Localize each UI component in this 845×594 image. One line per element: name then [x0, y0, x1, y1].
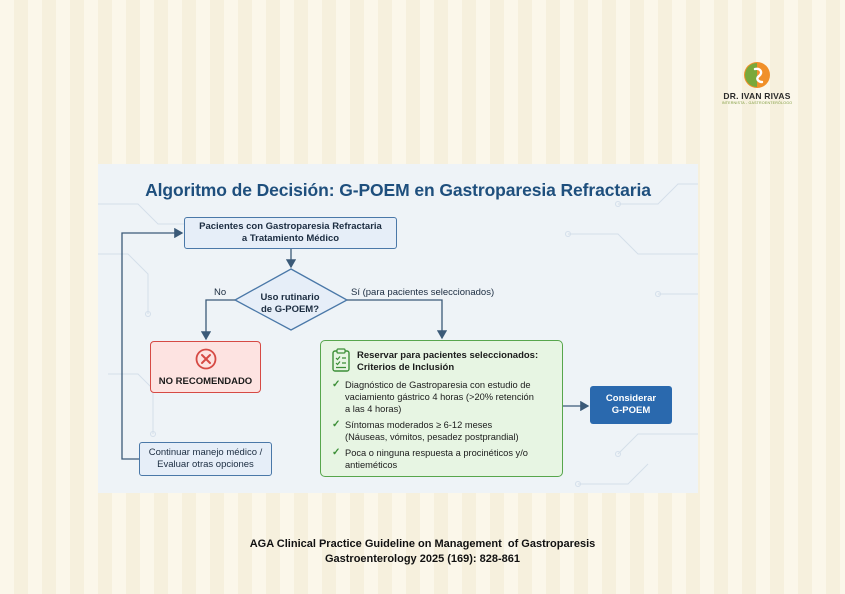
check-icon: ✓	[332, 419, 341, 430]
decision-line1: Uso rutinario	[260, 292, 320, 303]
outcome-line2: G-POEM	[611, 405, 651, 416]
criterion-2-line1: Síntomas moderados ≥ 6-12 meses	[345, 420, 493, 430]
start-node-line2: a Tratamiento Médico	[241, 233, 340, 244]
criterion-2-line2: (Náuseas, vómitos, pesadez postprandial)	[345, 432, 519, 442]
check-icon: ✓	[332, 447, 341, 458]
arrow-continue-loop	[121, 227, 184, 460]
branch-no-label: No	[214, 287, 227, 298]
criterion-item: ✓ Síntomas moderados ≥ 6-12 meses (Náuse…	[332, 419, 557, 443]
logo: DR. IVAN RIVAS INTERNISTA - GASTROENTERÓ…	[716, 60, 798, 110]
x-circle-icon	[195, 348, 217, 370]
decision-diamond	[233, 268, 349, 331]
criterion-3-line2: antieméticos	[345, 460, 398, 470]
not-recommended-node: NO RECOMENDADO	[150, 341, 261, 393]
start-node-line1: Pacientes con Gastroparesia Refractaria	[199, 221, 382, 232]
criterion-1-line1: Diagnóstico de Gastroparesia con estudio…	[345, 380, 531, 390]
logo-subtitle: INTERNISTA - GASTROENTERÓLOGO	[721, 101, 793, 105]
criterion-1-line2: vaciamiento gástrico 4 horas (>20% reten…	[345, 392, 534, 402]
continue-line2: Evaluar otras opciones	[157, 459, 254, 470]
decision-line2: de G-POEM?	[260, 304, 320, 315]
diagram-panel: Algoritmo de Decisión: G-POEM en Gastrop…	[98, 164, 698, 493]
logo-mark-icon	[744, 62, 770, 88]
logo-name: DR. IVAN RIVAS	[723, 91, 791, 101]
continue-node: Continuar manejo médico / Evaluar otras …	[139, 442, 272, 476]
criterion-1-line3: a las 4 horas)	[345, 404, 402, 414]
diagram-title: Algoritmo de Decisión: G-POEM en Gastrop…	[145, 180, 651, 200]
clipboard-checklist-icon	[332, 348, 350, 372]
arrow-decision-yes	[347, 299, 448, 340]
criterion-item: ✓ Poca o ninguna respuesta a procinético…	[332, 447, 557, 471]
panel-background	[98, 183, 698, 487]
circuit-pattern	[98, 183, 698, 487]
check-icon: ✓	[332, 379, 341, 390]
not-recommended-label: NO RECOMENDADO	[158, 376, 253, 387]
citation-line2: Gastroenterology 2025 (169): 828-861	[324, 553, 521, 565]
outcome-line1: Considerar	[605, 393, 657, 404]
arrow-decision-no	[200, 299, 235, 341]
inclusion-title-line1: Reservar para pacientes seleccionados:	[357, 350, 539, 361]
inclusion-title: Reservar para pacientes seleccionados: C…	[357, 350, 538, 374]
decision-text: Uso rutinario de G-POEM?	[250, 292, 330, 316]
criterion-item: ✓ Diagnóstico de Gastroparesia con estud…	[332, 379, 557, 415]
inclusion-criteria-node: Reservar para pacientes seleccionados: C…	[320, 340, 563, 477]
outcome-node: Considerar G-POEM	[590, 386, 672, 424]
citation-line1: AGA Clinical Practice Guideline on Manag…	[249, 538, 596, 550]
inclusion-title-line2: Criterios de Inclusión	[357, 362, 455, 373]
criterion-3-line1: Poca o ninguna respuesta a procinéticos …	[345, 448, 528, 458]
continue-line1: Continuar manejo médico /	[148, 447, 263, 458]
branch-yes-label: Sí (para pacientes seleccionados)	[351, 287, 495, 298]
citation: AGA Clinical Practice Guideline on Manag…	[0, 537, 845, 567]
start-node: Pacientes con Gastroparesia Refractaria …	[184, 217, 397, 249]
